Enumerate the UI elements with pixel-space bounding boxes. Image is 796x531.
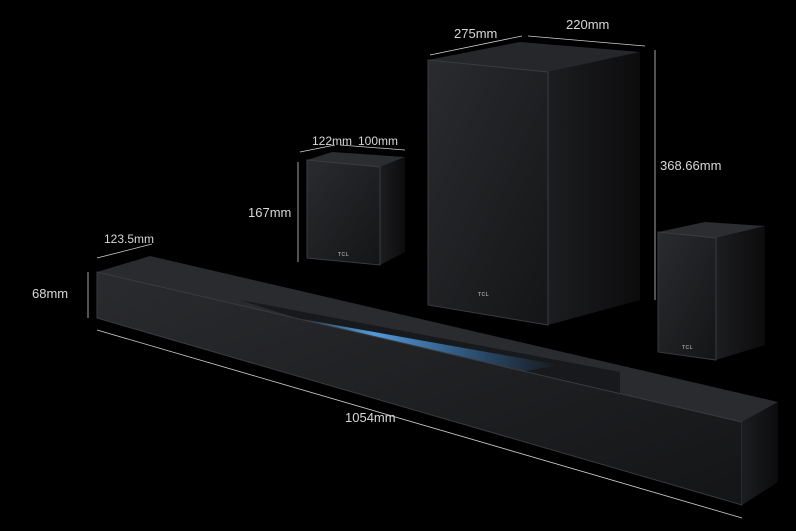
left-satellite-speaker bbox=[306, 152, 405, 266]
sat-depth-label: 100mm bbox=[358, 134, 399, 148]
left-satellite-logo: TCL bbox=[338, 252, 350, 258]
bar-depth-label: 123.5mm bbox=[104, 232, 155, 246]
sub-height-label: 368.66mm bbox=[660, 158, 722, 173]
subwoofer bbox=[427, 42, 640, 326]
subwoofer-logo: TCL bbox=[478, 292, 490, 298]
dimension-lines bbox=[87, 35, 743, 519]
soundbar bbox=[96, 256, 778, 506]
bar-length-label: 1054mm bbox=[345, 410, 396, 425]
right-satellite-speaker bbox=[657, 222, 765, 361]
sat-height-label: 167mm bbox=[248, 205, 292, 220]
sub-depth-label: 275mm bbox=[454, 26, 498, 41]
bar-height-label: 68mm bbox=[32, 286, 69, 301]
sub-width-label: 220mm bbox=[566, 17, 610, 32]
right-satellite-logo: TCL bbox=[682, 345, 694, 351]
sat-width-label: 122mm bbox=[312, 134, 353, 148]
